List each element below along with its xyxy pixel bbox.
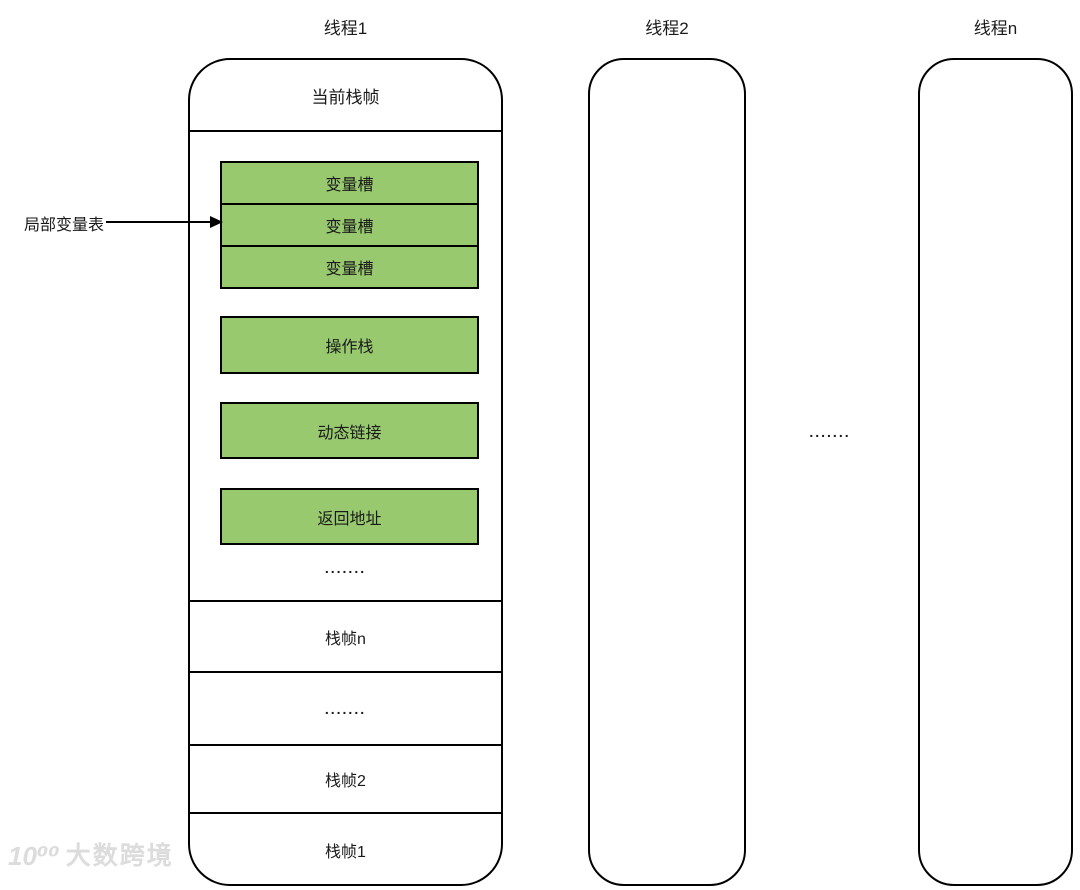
stack-frame-row: 栈帧n bbox=[190, 600, 501, 671]
thread2-stack-container bbox=[588, 58, 746, 886]
thread1-stack-container: 当前栈帧 变量槽 变量槽 变量槽 操作栈 动态链接 返回地址 ....... 栈… bbox=[188, 58, 503, 886]
variable-slot-box: 变量槽 bbox=[220, 161, 479, 205]
stack-frame-ellipsis: ....... bbox=[324, 700, 367, 717]
stack-frame-row: 栈帧1 bbox=[190, 812, 501, 886]
watermark: 10⁰⁰ 大数跨境 bbox=[8, 843, 174, 869]
local-variable-table-arrow-icon bbox=[106, 216, 223, 228]
thread1-title: 线程1 bbox=[323, 19, 368, 38]
variable-slot-box: 变量槽 bbox=[220, 203, 479, 247]
return-address-box: 返回地址 bbox=[220, 488, 479, 545]
threads-ellipsis: ....... bbox=[809, 424, 851, 440]
dynamic-link-box: 动态链接 bbox=[220, 402, 479, 459]
stack-frame-label: 栈帧n bbox=[325, 630, 366, 648]
watermark-logo-icon: 10⁰⁰ bbox=[8, 841, 60, 871]
stack-frame-label: 栈帧2 bbox=[325, 773, 366, 790]
current-stack-frame-header: 当前栈帧 bbox=[190, 60, 501, 132]
threadn-stack-container bbox=[918, 58, 1073, 886]
stack-frame-row: 栈帧2 bbox=[190, 744, 501, 812]
watermark-brand-text: 大数跨境 bbox=[65, 842, 174, 870]
stack-frame-label: 栈帧1 bbox=[325, 844, 366, 861]
threadn-title: 线程n bbox=[973, 19, 1018, 38]
frame-ellipsis: ....... bbox=[324, 560, 367, 576]
thread2-title: 线程2 bbox=[645, 19, 689, 38]
local-variable-table-label: 局部变量表 bbox=[23, 217, 104, 234]
operand-stack-box: 操作栈 bbox=[220, 316, 479, 374]
stack-frame-row: ....... bbox=[190, 671, 501, 744]
variable-slot-box: 变量槽 bbox=[220, 245, 479, 289]
